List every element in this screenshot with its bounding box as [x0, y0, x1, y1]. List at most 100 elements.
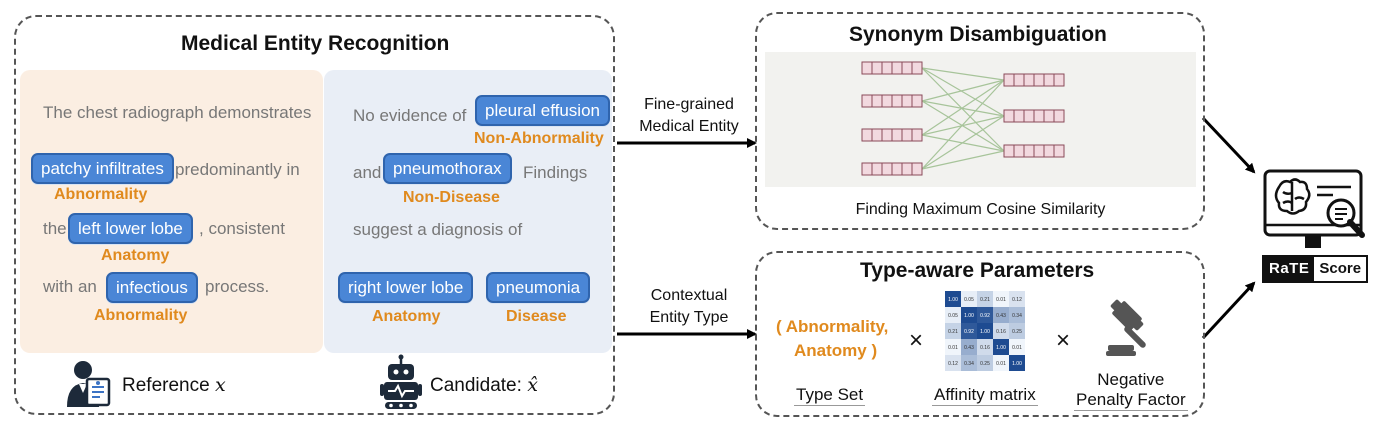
reference-embedding-cell [891, 94, 903, 108]
arrow-synonym-to-score [1201, 116, 1256, 174]
affinity-cell [1009, 323, 1025, 339]
arrow-label-top: Fine-grained Medical Entity [624, 94, 754, 138]
similarity-edge [921, 79, 1005, 170]
affinity-value: 0.34 [1012, 313, 1022, 319]
candidate-embedding-cell [1013, 73, 1025, 87]
entity-chip-pleural-effusion: pleural effusion [475, 95, 610, 126]
similarity-edge [921, 100, 1005, 117]
candidate-text-after-2: Findings [523, 163, 588, 182]
similarity-edge [921, 79, 1005, 136]
reference-embedding-cell [881, 61, 893, 75]
entity-chip-patchy-infiltrates: patchy infiltrates [31, 153, 174, 184]
entity-chip-pneumothorax: pneumothorax [383, 153, 512, 184]
candidate-embedding-cell [1013, 109, 1025, 123]
reference-embedding-cell [901, 128, 913, 142]
penalty-label-2: Penalty Factor [1076, 390, 1186, 409]
affinity-cell [993, 307, 1009, 323]
type-tag-abnormality-2: Abnormality [94, 307, 188, 324]
entity-chip-left-lower-lobe: left lower lobe [68, 213, 193, 244]
penalty-label-1: Negative [1097, 370, 1165, 389]
affinity-value: 0.01 [996, 297, 1006, 303]
affinity-cell [993, 339, 1009, 355]
affinity-value: 0.12 [948, 361, 958, 367]
rate-label: RaTE [1264, 257, 1315, 281]
robot-icon [380, 354, 422, 409]
affinity-cell [945, 339, 961, 355]
reference-embedding-cell [871, 61, 883, 75]
affinity-value: 0.21 [980, 297, 990, 303]
affinity-value: 0.25 [1012, 329, 1022, 335]
synonym-title: Synonym Disambiguation [849, 23, 1107, 46]
affinity-value: 0.16 [980, 345, 990, 351]
reference-embedding-cell [861, 94, 873, 108]
reference-embedding-cell [881, 128, 893, 142]
reference-text-before-3: with an [43, 277, 97, 296]
type-set-label: Type Set [794, 385, 866, 406]
affinity-value: 1.00 [948, 297, 958, 303]
reference-embedding-cell [911, 128, 923, 142]
affinity-value: 0.12 [1012, 297, 1022, 303]
type-set-line-2: Anatomy ) [794, 341, 878, 360]
affinity-value: 1.00 [996, 345, 1006, 351]
affinity-cell [993, 291, 1009, 307]
candidate-label-text: Candidate: [430, 375, 522, 396]
candidate-embedding-cell [1003, 109, 1015, 123]
arrow-label-bottom: Contextual Entity Type [624, 285, 754, 329]
affinity-cell [961, 355, 977, 371]
affinity-cell [1009, 355, 1025, 371]
reference-text-before-2: the [43, 219, 67, 238]
candidate-text-before-1: No evidence of [353, 106, 467, 125]
affinity-value: 0.16 [996, 329, 1006, 335]
affinity-value: 0.21 [948, 329, 958, 335]
similarity-edge [921, 67, 1005, 117]
reference-embedding-cell [891, 128, 903, 142]
candidate-embedding-cell [1043, 109, 1055, 123]
reference-text-after-2: , consistent [199, 219, 285, 238]
synonym-box [755, 12, 1205, 230]
reference-panel [20, 70, 323, 353]
affinity-cell [977, 307, 993, 323]
affinity-cell [945, 307, 961, 323]
doctor-icon [67, 361, 111, 407]
affinity-value: 1.00 [964, 313, 974, 319]
affinity-value: 0.05 [964, 297, 974, 303]
magnifier-icon [1326, 198, 1365, 238]
reference-embedding-cell [871, 162, 883, 176]
type-tag-disease: Disease [506, 308, 567, 325]
penalty-factor-label: Negative Penalty Factor [1074, 370, 1188, 411]
candidate-embedding-cell [1033, 73, 1045, 87]
type-tag-abnormality-1: Abnormality [54, 186, 148, 203]
reference-embedding-cell [861, 128, 873, 142]
reference-embedding-cell [911, 162, 923, 176]
reference-embedding-cell [911, 61, 923, 75]
affinity-cell [961, 323, 977, 339]
rate-score-badge: RaTE Score [1262, 255, 1369, 283]
type-tag-non-disease: Non-Disease [403, 189, 500, 206]
candidate-embedding-cell [1043, 73, 1055, 87]
affinity-cell [993, 355, 1009, 371]
candidate-line-3: suggest a diagnosis of [353, 220, 523, 239]
affinity-matrix-label: Affinity matrix [932, 385, 1038, 406]
affinity-cell [1009, 307, 1025, 323]
type-set-line-1: ( Abnormality, [776, 317, 889, 336]
affinity-cell [945, 355, 961, 371]
candidate-embedding-cell [1023, 144, 1035, 158]
reference-embedding-cell [871, 128, 883, 142]
brain-icon [1274, 178, 1311, 215]
reference-symbol: x [214, 374, 226, 396]
type-aware-title: Type-aware Parameters [860, 259, 1095, 282]
affinity-value: 1.00 [1012, 361, 1022, 367]
affinity-cell [945, 291, 961, 307]
candidate-embedding-cell [1013, 144, 1025, 158]
similarity-edge [921, 67, 1005, 152]
affinity-cell [977, 291, 993, 307]
synonym-panel [765, 52, 1196, 187]
score-label: Score [1314, 257, 1367, 281]
candidate-embedding-cell [1003, 73, 1015, 87]
arrow-label-top-1: Fine-grained [644, 96, 734, 113]
reference-label-text: Reference [122, 375, 210, 396]
candidate-text-before-2: and [353, 163, 382, 182]
